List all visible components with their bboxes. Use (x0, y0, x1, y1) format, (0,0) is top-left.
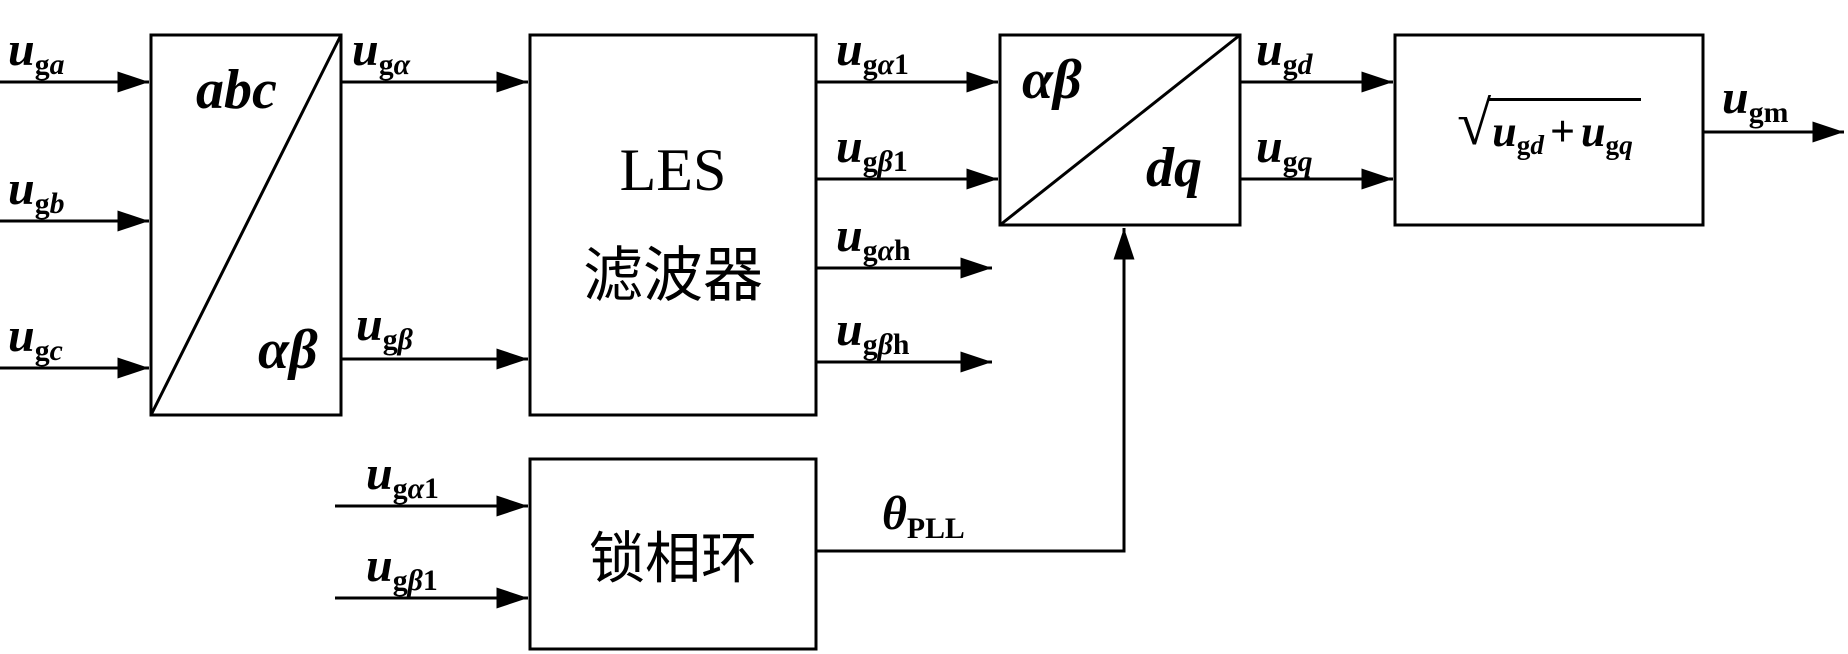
signal-label-u-ga: uga (8, 23, 65, 81)
abc-block-output-domain-label: αβ (258, 319, 318, 381)
abc-block-input-domain-label: abc (196, 59, 277, 121)
les-filter-block (528, 33, 818, 417)
dq-block-input-domain-label: αβ (1022, 49, 1082, 111)
signal-label-u-gbetah: ugβh (836, 303, 910, 361)
signal-label-u-gc: ugc (8, 309, 63, 367)
signal-label-theta-pll: θPLL (882, 487, 965, 545)
les-filter-label: LES 滤波器 (530, 35, 816, 415)
signal-label-u-galpha1: ugα1 (836, 23, 909, 81)
radicand: ugd+ugq (1488, 98, 1641, 161)
abc-block-diagonal (149, 34, 343, 416)
pll-block (528, 457, 818, 651)
signal-label-u-gb: ugb (8, 162, 65, 220)
signal-label-u-gbeta: ugβ (356, 298, 413, 356)
signal-label-u-gm: ugm (1722, 71, 1789, 129)
magnitude-block-formula: √ugd+ugq (1395, 35, 1703, 225)
signal-label-u-gd: ugd (1256, 23, 1313, 81)
pll-input-label-u-gbeta1: ugβ1 (366, 539, 438, 597)
les-filter-name-cn: 滤波器 (583, 243, 763, 309)
dq-block-diagonal (999, 33, 1241, 227)
les-filter-name: LES (619, 137, 727, 203)
radical-sign: √ (1457, 90, 1492, 158)
pll-input-label-u-galpha1: ugα1 (366, 447, 439, 505)
pll-block-label: 锁相环 (530, 459, 816, 649)
wire-theta-pll (816, 228, 1135, 553)
signal-label-u-gq: ugq (1256, 120, 1313, 178)
signal-label-u-galpha: ugα (352, 23, 411, 81)
signal-label-u-gbeta1: ugβ1 (836, 120, 908, 178)
pll-name-cn: 锁相环 (589, 528, 757, 591)
magnitude-block (1393, 33, 1705, 227)
signal-label-u-galphah: ugαh (836, 209, 911, 267)
dq-block-output-domain-label: dq (1146, 137, 1202, 199)
